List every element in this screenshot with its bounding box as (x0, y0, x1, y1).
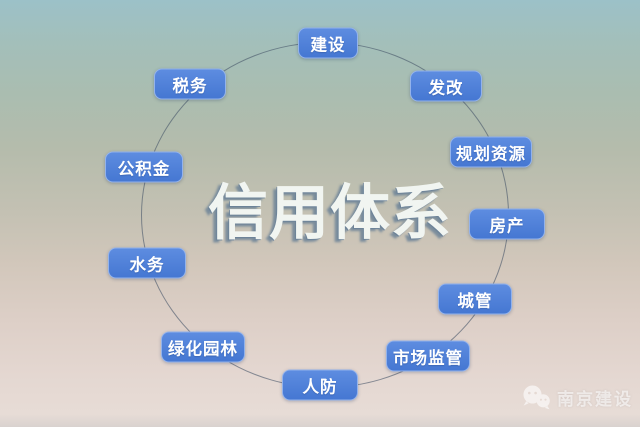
diagram-node: 房产 (469, 208, 545, 240)
diagram-node-label: 公积金 (117, 160, 171, 178)
diagram-node: 建设 (298, 27, 358, 59)
diagram-node: 绿化园林 (161, 331, 245, 363)
diagram-node: 市场监管 (386, 340, 470, 372)
wechat-logo-icon (523, 385, 550, 410)
diagram-node-label: 建设 (310, 36, 346, 54)
diagram-node-label: 税务 (172, 77, 208, 95)
diagram-node: 公积金 (105, 151, 183, 183)
diagram-node-label: 城管 (457, 292, 493, 310)
diagram-node: 人防 (282, 369, 358, 401)
diagram-node-label: 绿化园林 (168, 340, 238, 358)
watermark-text: 南京建设 (557, 390, 633, 409)
diagram-node-label: 规划资源 (456, 145, 526, 163)
diagram-node: 水务 (108, 247, 186, 279)
diagram-node: 城管 (438, 283, 512, 315)
diagram-node-label: 人防 (302, 378, 338, 396)
diagram-node-label: 水务 (129, 256, 165, 274)
diagram-node: 发改 (410, 70, 482, 102)
watermark: 南京建设 (522, 385, 633, 410)
diagram-node: 税务 (154, 68, 226, 100)
diagram-node: 规划资源 (450, 136, 532, 168)
diagram-node-label: 发改 (428, 79, 464, 97)
diagram-node-label: 房产 (489, 217, 525, 235)
diagram-title: 信用体系 (208, 179, 452, 247)
diagram-node-label: 市场监管 (393, 349, 463, 367)
